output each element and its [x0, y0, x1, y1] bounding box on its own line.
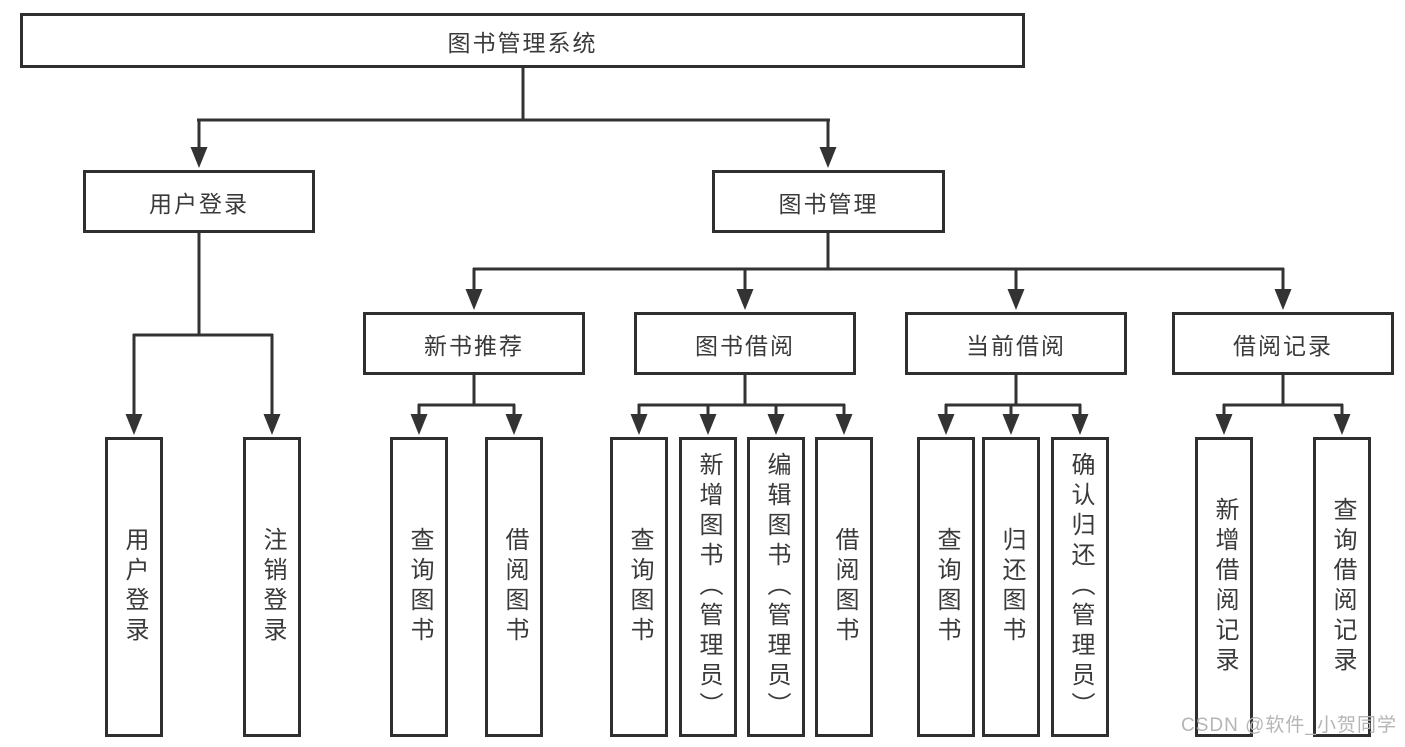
leaf-edit-book-admin-label: 编辑图书（管理员）: [763, 452, 790, 722]
leaf-confirm-return-admin-label: 确认归还（管理员）: [1067, 452, 1094, 722]
node-current-borrowing-label: 当前借阅: [966, 332, 1066, 359]
node-borrowing-records: 借阅记录: [1172, 312, 1394, 375]
leaf-user-login-label: 用户登录: [121, 527, 148, 647]
node-current-borrowing: 当前借阅: [905, 312, 1127, 375]
node-user-login: 用户登录: [83, 170, 315, 233]
node-new-book-recommend-label: 新书推荐: [424, 332, 524, 359]
csdn-watermark: CSDN @软件_小贺同学: [1181, 715, 1397, 736]
leaf-query-borrow-record: 查询借阅记录: [1313, 437, 1371, 737]
leaf-query-book-2: 查询图书: [610, 437, 668, 737]
leaf-logout: 注销登录: [243, 437, 301, 737]
node-book-management-label: 图书管理: [778, 190, 879, 217]
leaf-borrow-book-2: 借阅图书: [815, 437, 873, 737]
leaf-add-book-admin: 新增图书（管理员）: [679, 437, 737, 737]
leaf-return-book: 归还图书: [982, 437, 1040, 737]
node-library-system: 图书管理系统: [20, 13, 1025, 68]
leaf-borrow-book-2-label: 借阅图书: [831, 527, 858, 647]
node-borrowing-records-label: 借阅记录: [1233, 332, 1333, 359]
leaf-add-borrow-record: 新增借阅记录: [1195, 437, 1253, 737]
node-book-management: 图书管理: [712, 170, 945, 233]
leaf-confirm-return-admin: 确认归还（管理员）: [1051, 437, 1109, 737]
leaf-add-book-admin-label: 新增图书（管理员）: [695, 452, 722, 722]
leaf-query-borrow-record-label: 查询借阅记录: [1329, 497, 1356, 677]
leaf-logout-label: 注销登录: [259, 527, 286, 647]
node-new-book-recommend: 新书推荐: [363, 312, 585, 375]
leaf-query-book-3-label: 查询图书: [933, 527, 960, 647]
leaf-return-book-label: 归还图书: [998, 527, 1025, 647]
leaf-user-login: 用户登录: [105, 437, 163, 737]
leaf-borrow-book-1: 借阅图书: [485, 437, 543, 737]
leaf-query-book-1-label: 查询图书: [406, 527, 433, 647]
node-book-borrowing: 图书借阅: [634, 312, 856, 375]
node-library-system-label: 图书管理系统: [447, 29, 598, 56]
leaf-query-book-1: 查询图书: [390, 437, 448, 737]
leaf-query-book-2-label: 查询图书: [626, 527, 653, 647]
node-user-login-label: 用户登录: [149, 190, 249, 217]
leaf-borrow-book-1-label: 借阅图书: [501, 527, 528, 647]
leaf-query-book-3: 查询图书: [917, 437, 975, 737]
node-book-borrowing-label: 图书借阅: [695, 332, 795, 359]
leaf-edit-book-admin: 编辑图书（管理员）: [747, 437, 805, 737]
leaf-add-borrow-record-label: 新增借阅记录: [1211, 497, 1238, 677]
